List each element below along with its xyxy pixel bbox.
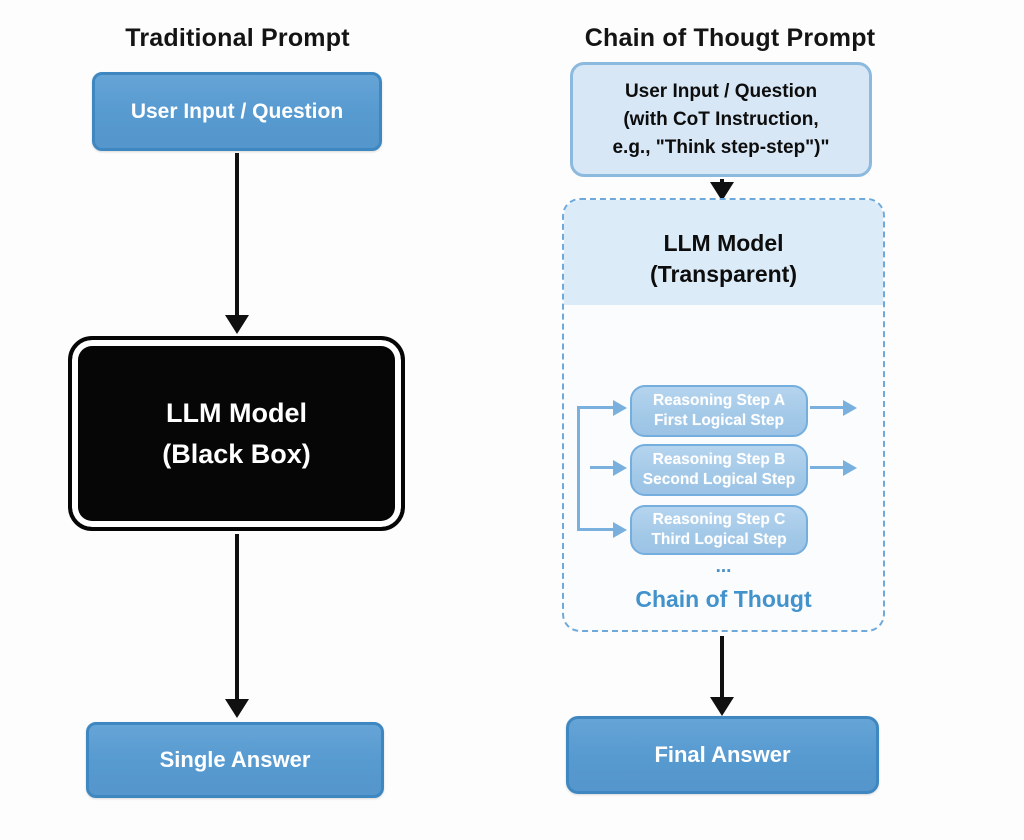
blackbox-label-line2: (Black Box) (162, 438, 311, 469)
step-c-line1: Reasoning Step C (652, 511, 786, 528)
single-answer-label: Single Answer (159, 747, 311, 772)
step-b-line2: Second Logical Step (642, 471, 796, 488)
cot-input-line3: e.g., "Think step-step")" (612, 136, 830, 158)
transparent-llm-header: LLM Model (Transparent) (564, 200, 883, 305)
connector-into-step-c (577, 528, 615, 531)
cot-input-line1: User Input / Question (624, 80, 818, 102)
step-a-line1: Reasoning Step A (652, 392, 786, 409)
final-answer-label: Final Answer (654, 742, 791, 767)
left-user-input-box: User Input / Question (92, 72, 382, 151)
steps-ellipsis: ... (715, 556, 732, 577)
connector-out-of-step-b (810, 466, 844, 469)
reasoning-step-b-box: Reasoning Step B Second Logical Step (630, 444, 808, 496)
blackbox-label-line1: LLM Model (166, 398, 307, 429)
arrowhead-right-input-to-model (710, 182, 734, 201)
connector-out-of-step-a (810, 406, 844, 409)
transparent-header-line2: (Transparent) (650, 260, 797, 287)
left-user-input-label: User Input / Question (130, 99, 344, 123)
single-answer-box: Single Answer (86, 722, 384, 798)
arrowhead-right-model-to-answer (710, 697, 734, 716)
right-column-title: Chain of Thougt Prompt (584, 24, 876, 52)
final-answer-box: Final Answer (566, 716, 879, 794)
arrowhead-out-of-step-b (843, 460, 857, 476)
arrowhead-into-step-b (613, 460, 627, 476)
arrowhead-into-step-a (613, 400, 627, 416)
arrow-left-model-to-answer (235, 534, 239, 701)
connector-into-step-b (590, 466, 615, 469)
chain-of-thought-label: Chain of Thougt (635, 586, 812, 612)
reasoning-step-a-box: Reasoning Step A First Logical Step (630, 385, 808, 437)
connector-into-step-a (577, 406, 615, 409)
step-c-line2: Third Logical Step (651, 531, 787, 548)
cot-input-line2: (with CoT Instruction, (623, 108, 819, 130)
arrowhead-left-model-to-answer (225, 699, 249, 718)
arrowhead-left-input-to-model (225, 315, 249, 334)
connector-vertical-line (577, 407, 580, 531)
reasoning-step-c-box: Reasoning Step C Third Logical Step (630, 505, 808, 555)
step-a-line2: First Logical Step (653, 412, 785, 429)
arrowhead-out-of-step-a (843, 400, 857, 416)
left-column-title: Traditional Prompt (125, 24, 350, 52)
transparent-header-line1: LLM Model (663, 229, 784, 256)
arrowhead-into-step-c (613, 522, 627, 538)
arrow-right-model-to-answer (720, 636, 724, 699)
left-llm-blackbox: LLM Model (Black Box) (68, 336, 405, 531)
arrow-left-input-to-model (235, 153, 239, 317)
cot-user-input-box: User Input / Question (with CoT Instruct… (570, 62, 872, 177)
step-b-line1: Reasoning Step B (652, 451, 786, 468)
